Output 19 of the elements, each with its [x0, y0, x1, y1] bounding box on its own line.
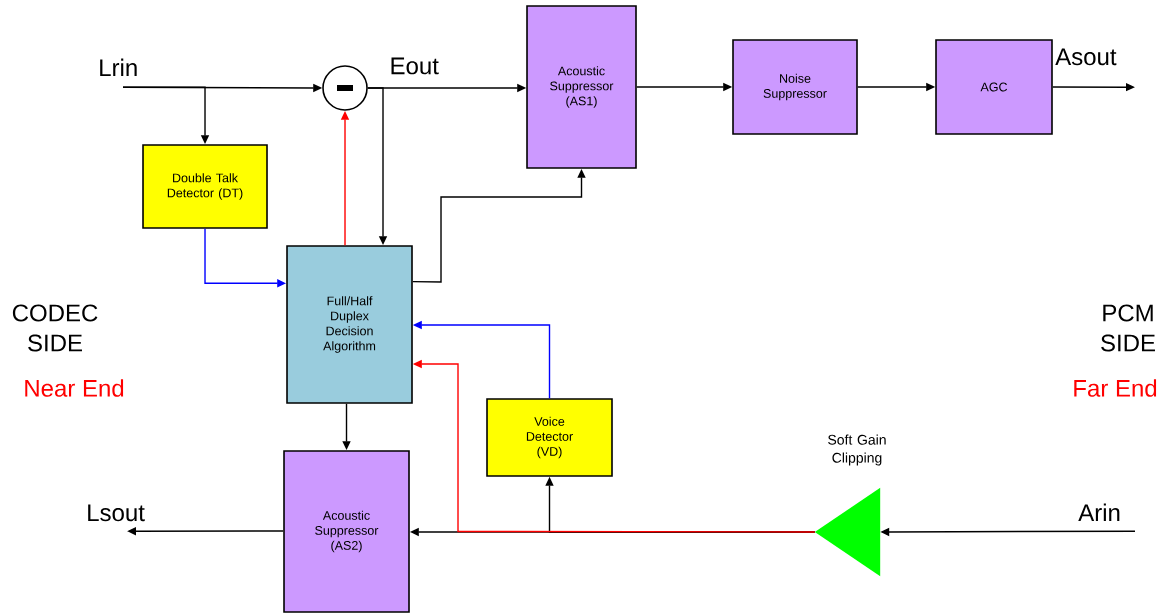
suppressor-box: Noise Suppressor — [732, 39, 858, 135]
box-caption: Soft Gain Clipping — [828, 434, 886, 466]
agc-box: AGC — [935, 39, 1053, 135]
signal-label: Far End — [1074, 379, 1157, 397]
suppressor-box: Acoustic Suppressor (AS1) — [526, 5, 637, 169]
signal-label: Near End — [25, 379, 124, 397]
signal-label: Eout — [391, 57, 439, 75]
subtractor-circle — [322, 65, 368, 111]
signal-label: Asout — [1055, 48, 1117, 66]
detector-box: Double Talk Detector (DT) — [142, 144, 268, 229]
amplifier-triangle — [814, 487, 881, 577]
signal-label: Lsout — [88, 504, 145, 522]
signal-label: PCM SIDE — [1101, 304, 1155, 352]
signal-label: CODEC SIDE — [12, 304, 98, 352]
signal-label: Arin — [1078, 503, 1120, 521]
signal-label: Lrin — [100, 58, 137, 76]
decision-box: Full/Half Duplex Decision Algorithm — [286, 245, 413, 404]
detector-box: Voice Detector (VD) — [486, 398, 613, 477]
suppressor-box: Acoustic Suppressor (AS2) — [283, 450, 410, 613]
